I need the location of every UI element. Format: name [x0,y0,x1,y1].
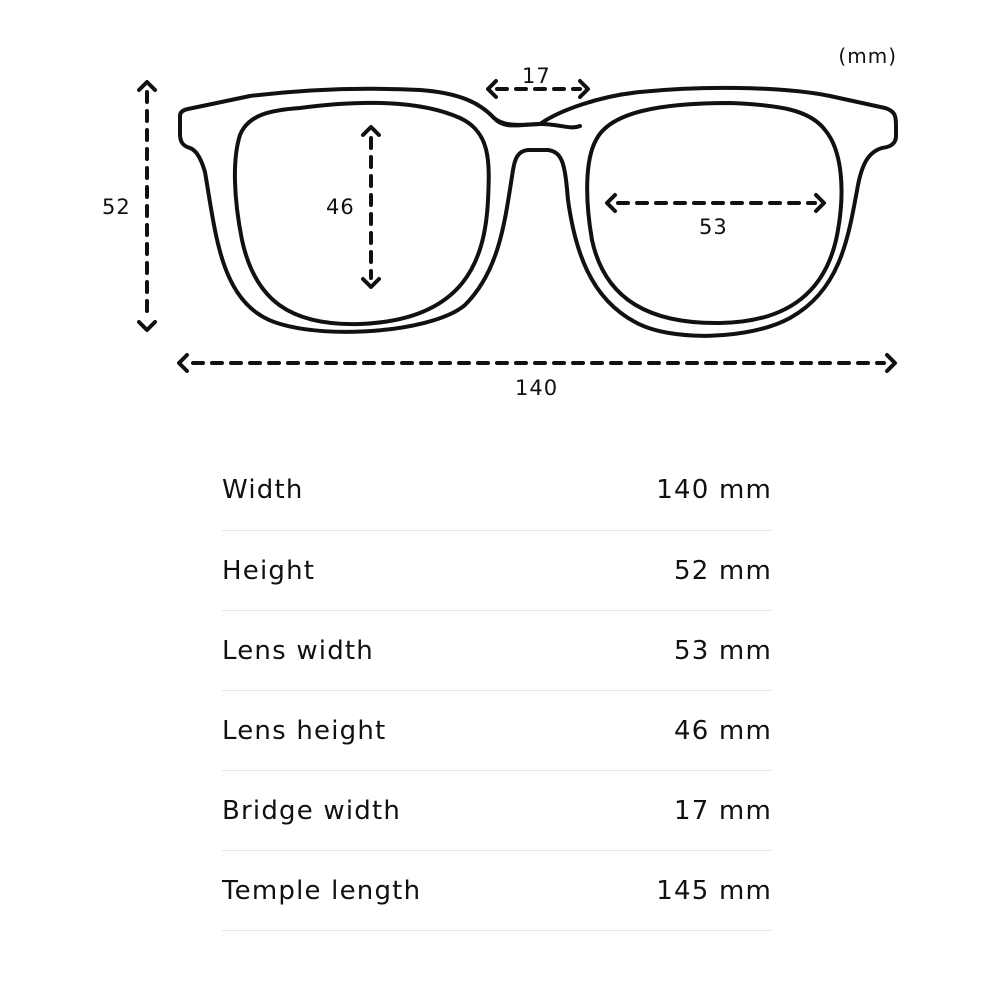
spec-value: 145 mm [656,875,772,906]
spec-row-bridge-width: Bridge width 17 mm [222,771,772,851]
spec-label: Height [222,555,316,586]
spec-value: 53 mm [673,635,772,666]
spec-label: Lens width [222,635,374,666]
spec-label: Temple length [222,875,422,906]
spec-value: 140 mm [656,475,772,505]
spec-row-width: Width 140 mm [222,450,772,531]
spec-label: Width [222,475,304,505]
spec-row-lens-height: Lens height 46 mm [222,691,772,771]
spec-label: Lens height [222,715,387,746]
bridge-width-label: 17 [522,64,551,88]
glasses-outline-icon [137,79,898,373]
lens-width-label: 53 [699,215,728,239]
spec-value: 46 mm [673,715,772,746]
spec-row-lens-width: Lens width 53 mm [222,611,772,691]
overall-width-label: 140 [515,376,559,400]
spec-label: Bridge width [222,795,402,826]
spec-value: 52 mm [673,555,772,586]
specs-table: Width 140 mm Height 52 mm Lens width 53 … [222,450,772,931]
overall-height-label: 52 [102,195,131,219]
spec-row-height: Height 52 mm [222,531,772,611]
glasses-dimension-diagram: (mm) 52 46 17 53 140 [0,0,1000,420]
spec-row-temple-length: Temple length 145 mm [222,851,772,931]
unit-note: (mm) [838,44,897,68]
spec-value: 17 mm [673,795,772,826]
lens-height-label: 46 [326,195,355,219]
